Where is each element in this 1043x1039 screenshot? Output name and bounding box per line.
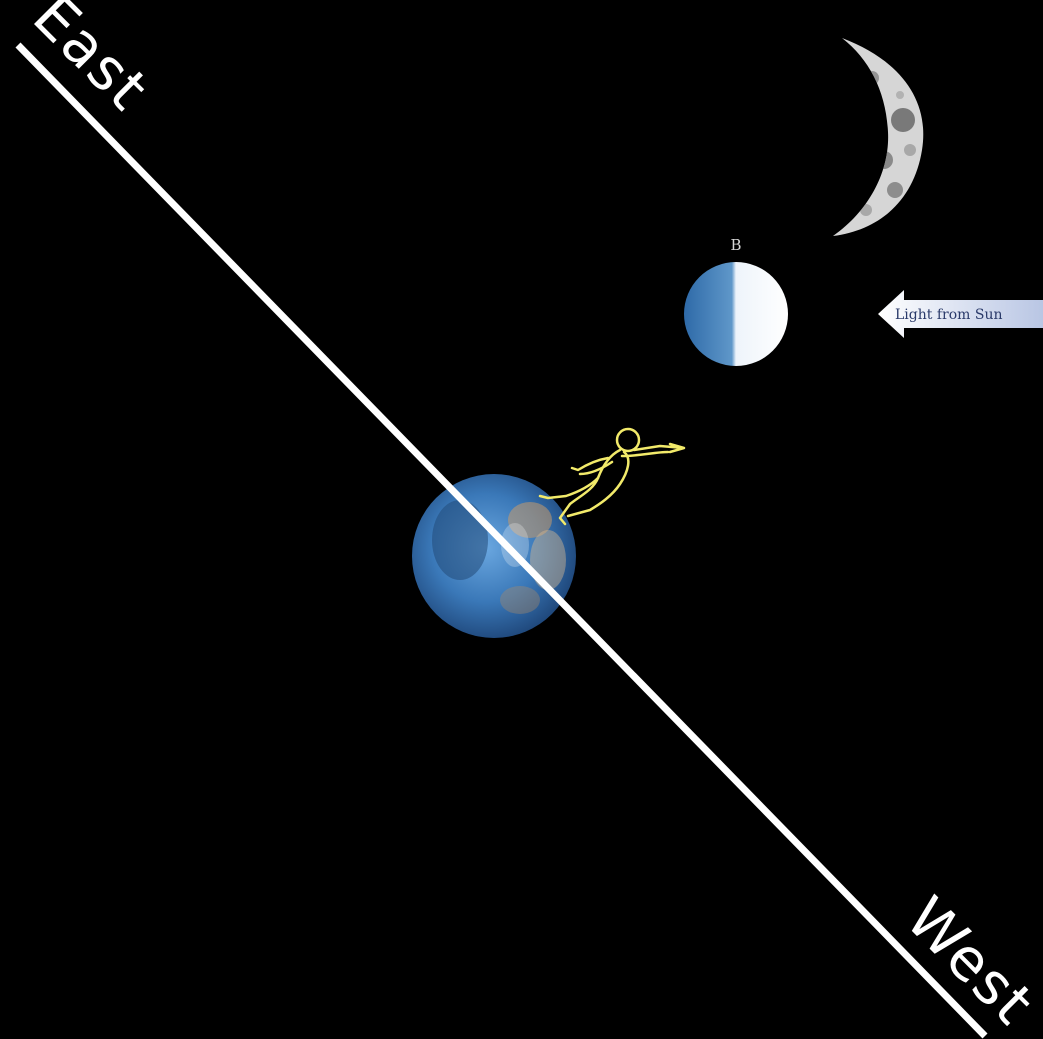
horizon-line [18, 45, 985, 1036]
moon-b-label: B [730, 236, 741, 254]
moon-position-b [684, 262, 788, 366]
crescent-moon [833, 38, 923, 236]
east-label: East [20, 0, 162, 124]
sunlight-label: Light from Sun [895, 307, 1002, 323]
